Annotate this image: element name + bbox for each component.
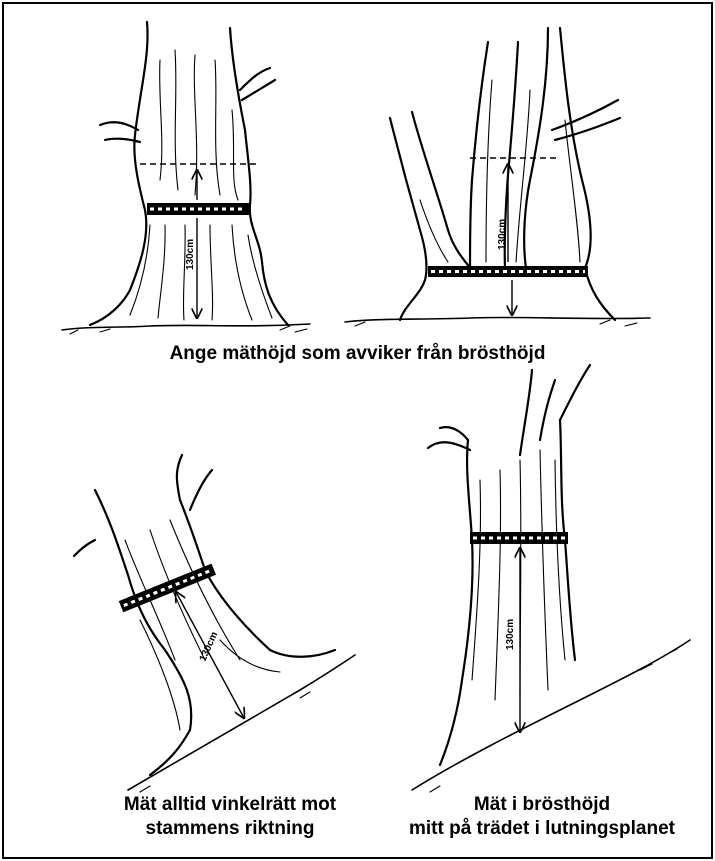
- tree-bottom-left: [74, 455, 355, 792]
- caption-top: Ange mäthöjd som avviker från brösthöjd: [0, 342, 715, 366]
- measure-label-bottom-left: 130cm: [198, 630, 221, 663]
- tree-bottom-right: [412, 365, 690, 792]
- measure-label-top-right: 130cm: [497, 219, 508, 250]
- measure-label-bottom-right: 130cm: [505, 619, 516, 650]
- figure-border: [3, 3, 712, 858]
- caption-bottom-left: Mät alltid vinkelrätt mot stammens riktn…: [80, 793, 380, 841]
- caption-bottom-left-line2: stammens riktning: [80, 817, 380, 841]
- measure-label-top-left: 130cm: [185, 239, 196, 270]
- tree-top-left: [62, 22, 310, 334]
- caption-bottom-left-line1: Mät alltid vinkelrätt mot: [80, 793, 380, 817]
- tree-top-right: [345, 28, 650, 326]
- caption-bottom-right: Mät i brösthöjd mitt på trädet i lutning…: [372, 793, 712, 841]
- caption-bottom-right-line1: Mät i brösthöjd: [372, 793, 712, 817]
- caption-bottom-right-line2: mitt på trädet i lutningsplanet: [372, 817, 712, 841]
